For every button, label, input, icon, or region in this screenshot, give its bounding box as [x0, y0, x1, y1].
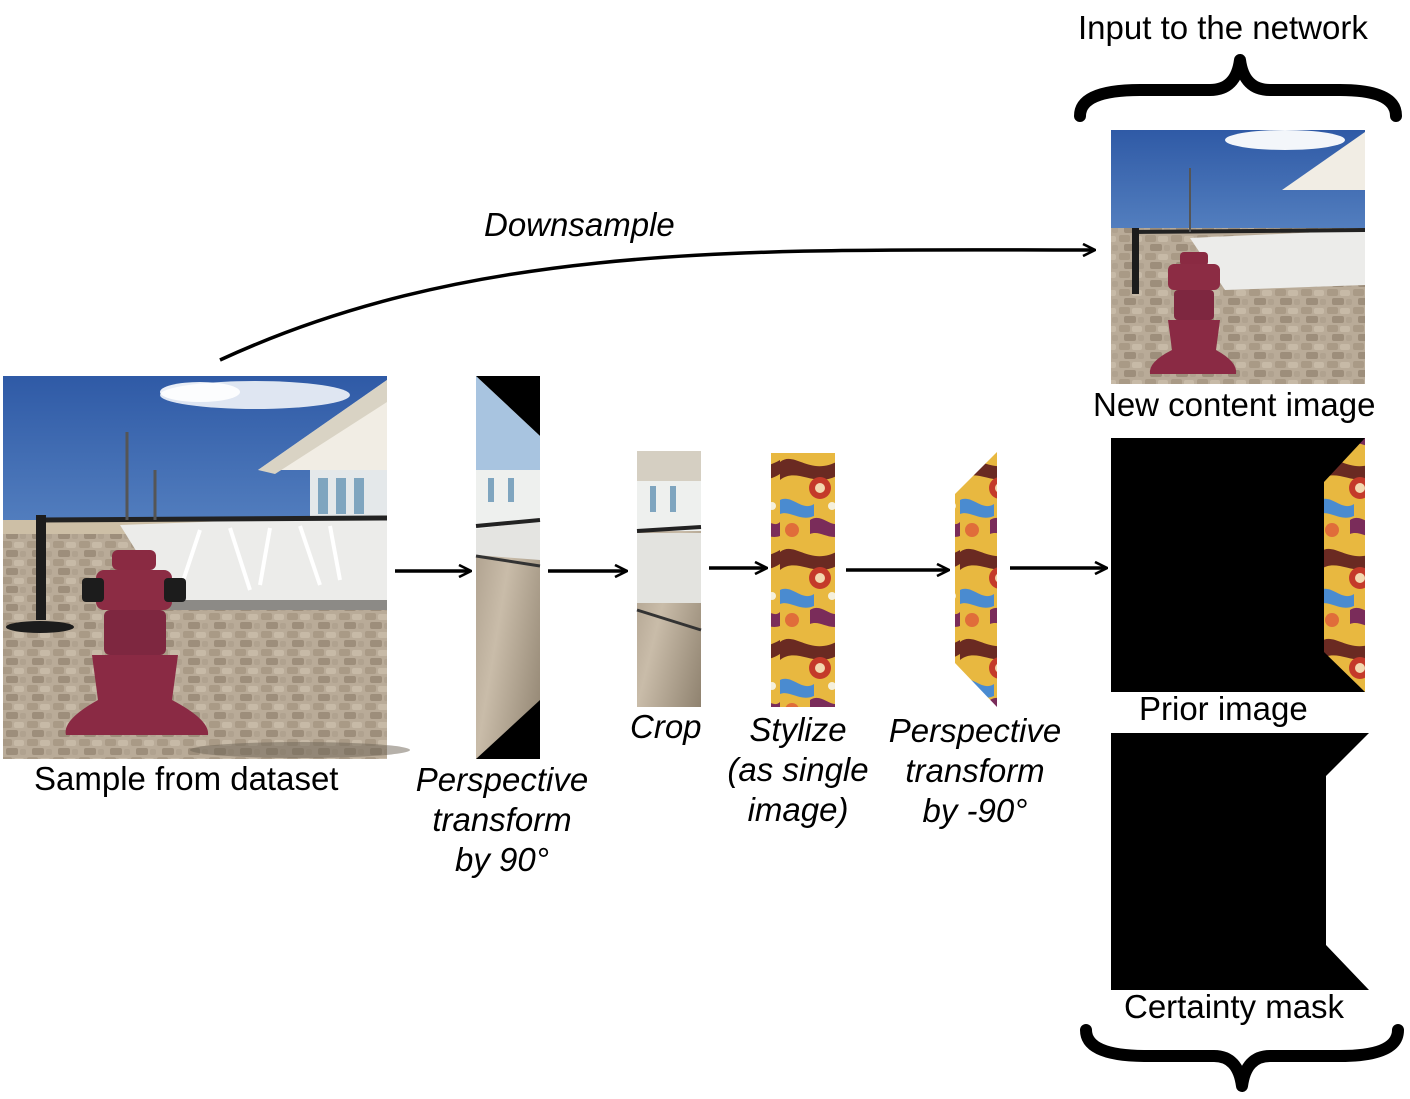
persp-fwd-line-1: Perspective	[415, 761, 589, 798]
stylize-line-2: (as single	[727, 751, 869, 788]
content-image-label: New content image	[1093, 386, 1376, 423]
stylize-line-1: Stylize	[749, 711, 847, 748]
stylize-label: Stylize (as single image)	[717, 710, 879, 830]
persp-fwd-label: Perspective transform by 90°	[402, 760, 602, 880]
persp-fwd-line-3: by 90°	[455, 841, 549, 878]
stylized-strip	[771, 453, 835, 707]
downsample-arrow	[219, 250, 1094, 362]
persp-strip	[475, 376, 541, 759]
downsample-label: Downsample	[484, 206, 675, 243]
prior-image-label: Prior image	[1139, 690, 1308, 727]
persp-back-line-2: transform	[905, 752, 1045, 789]
persp-fwd-line-2: transform	[432, 801, 572, 838]
crop-strip	[636, 451, 702, 707]
stylize-line-3: image)	[747, 791, 849, 828]
content-image	[1111, 130, 1366, 384]
persp-back-strip	[955, 452, 997, 707]
crop-label: Crop	[630, 708, 702, 745]
persp-back-line-1: Perspective	[888, 712, 1062, 749]
persp-back-line-3: by -90°	[922, 792, 1028, 829]
certainty-mask	[1111, 733, 1369, 990]
top-brace	[1074, 54, 1402, 122]
prior-image	[1111, 438, 1365, 692]
sample-label: Sample from dataset	[34, 760, 339, 797]
certainty-mask-label: Certainty mask	[1124, 988, 1345, 1025]
sample-photo	[3, 376, 410, 759]
bottom-brace	[1080, 1024, 1404, 1092]
persp-back-label: Perspective transform by -90°	[876, 711, 1074, 831]
network-input-title: Input to the network	[1078, 9, 1368, 46]
